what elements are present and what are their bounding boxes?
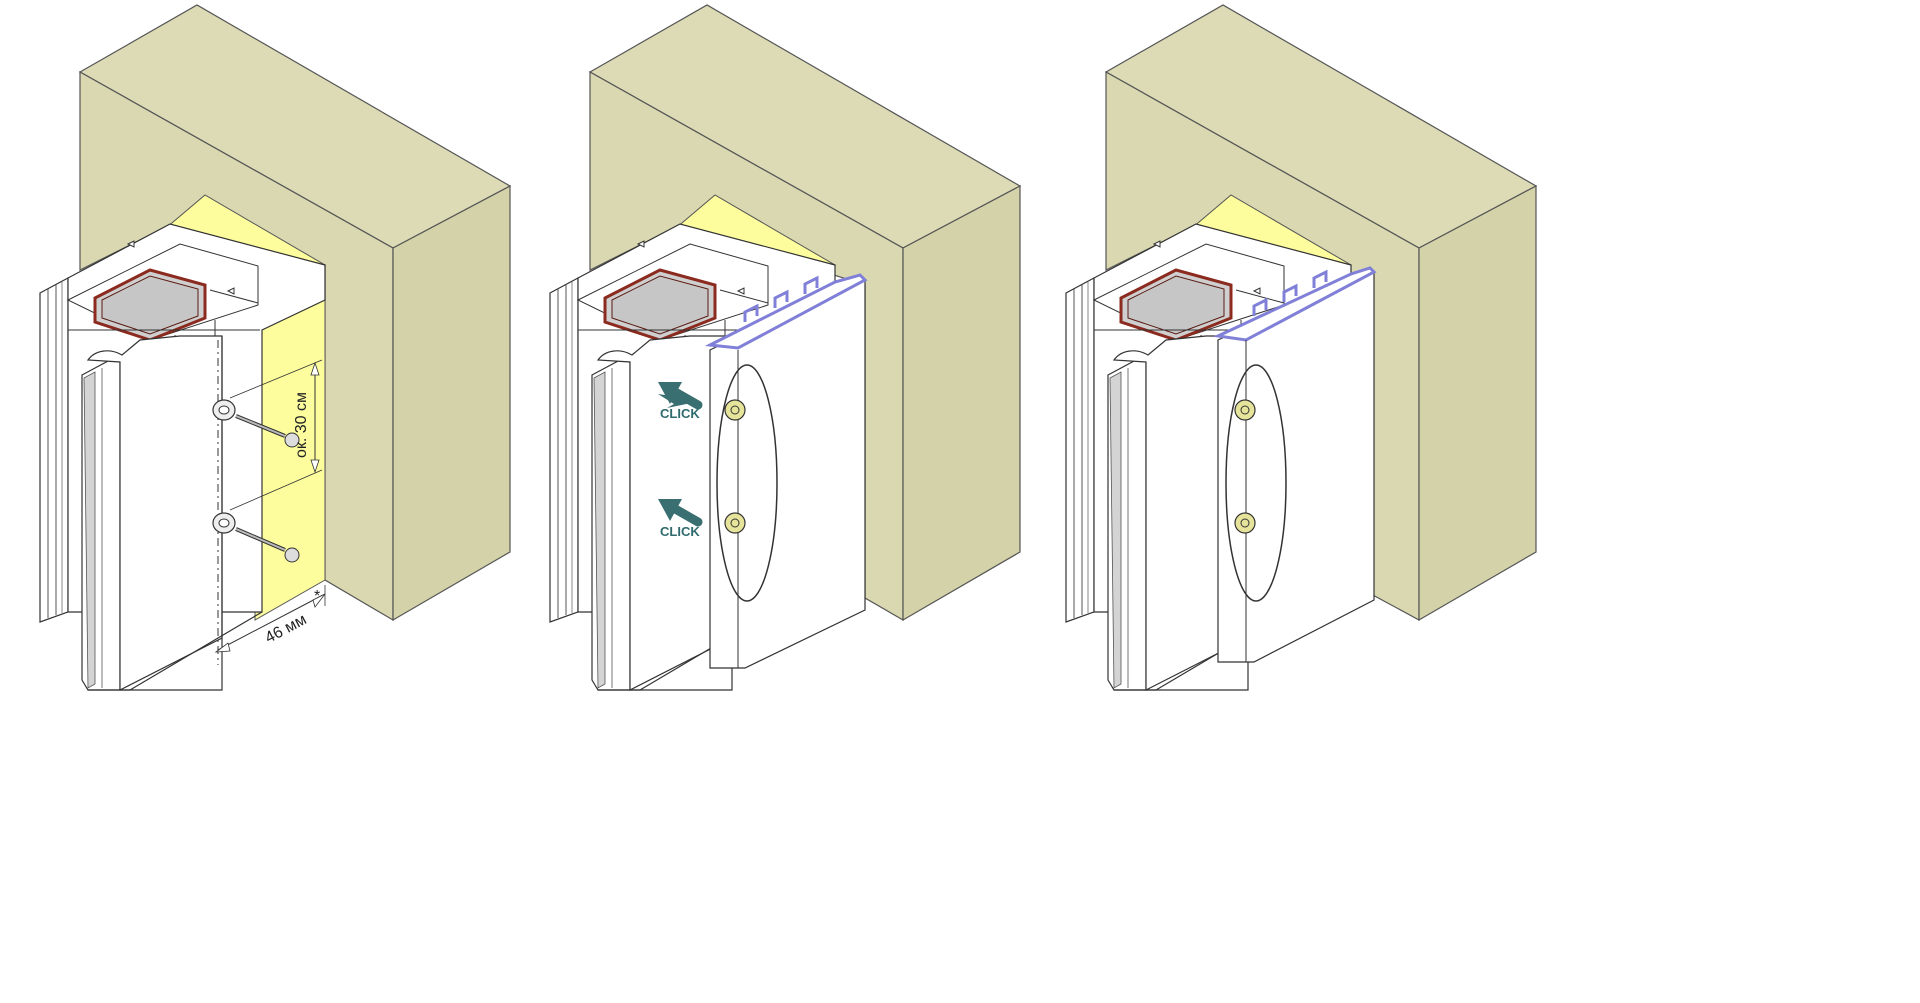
detail-highlight-ellipse (1225, 364, 1287, 602)
distance-label: 46 мм (262, 611, 309, 647)
click-arrow-lower: CLICK (658, 499, 703, 539)
click-label-lower: CLICK (660, 524, 700, 539)
distance-asterisk: * (314, 588, 320, 605)
cover-profile (704, 273, 868, 669)
screw-head-upper (1234, 399, 1256, 421)
screw-upper (212, 399, 300, 448)
wall-side-face (1418, 185, 1537, 622)
wall-side-face (392, 185, 511, 622)
screw-lower (212, 512, 300, 563)
panel-step-3-mounted-result (1064, 4, 1538, 692)
screw-head-lower (724, 512, 746, 534)
cover-profile-mounted (1212, 266, 1377, 663)
wall-side-face (902, 185, 1021, 622)
dimension-spacing: ок. 30 см (229, 359, 323, 511)
panel-step-2-click-on-cover: CLICK CLICK (548, 4, 1022, 692)
screw-head-upper (724, 399, 746, 421)
spacing-label: ок. 30 см (293, 392, 310, 458)
panel-step-1-screw-fixing: ок. 30 см 46 мм * (38, 4, 512, 692)
screw-head-lower (1234, 512, 1256, 534)
detail-highlight-ellipse (716, 364, 778, 602)
click-arrow-upper: CLICK (658, 382, 703, 421)
click-label-upper: CLICK (660, 406, 700, 421)
